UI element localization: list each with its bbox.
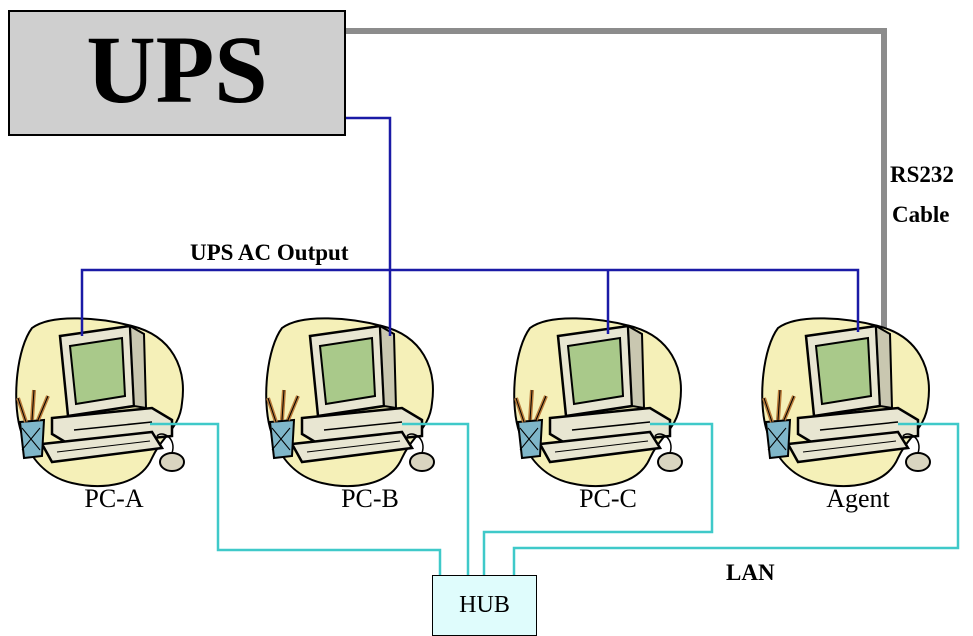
agent-clipart: [760, 316, 932, 489]
pc-c-label: PC-C: [579, 484, 637, 513]
lan-pc-b: [402, 422, 470, 575]
lan-label: LAN: [726, 560, 775, 585]
lan-agent: [512, 422, 960, 575]
ups-box: [8, 10, 346, 136]
hub-box: [432, 575, 537, 636]
ac-output-bus: [80, 268, 860, 336]
cable-label: Cable: [892, 202, 950, 227]
agent-label: Agent: [826, 484, 890, 513]
lan-pc-a: [150, 422, 442, 575]
lan-pc-c: [482, 422, 714, 575]
ac-output-label: UPS AC Output: [190, 240, 349, 265]
rs232-cable: [346, 28, 887, 378]
hub-label: HUB: [459, 592, 510, 618]
rs232-label: RS232: [890, 162, 954, 187]
pc-b-label: PC-B: [341, 484, 399, 513]
ups-label: UPS: [86, 16, 268, 123]
pc-c-clipart: [512, 316, 684, 489]
pc-a-label: PC-A: [84, 484, 144, 513]
pc-a-clipart: [14, 316, 186, 489]
ups-ac-feed: [346, 116, 392, 336]
pc-b-clipart: [264, 316, 436, 489]
